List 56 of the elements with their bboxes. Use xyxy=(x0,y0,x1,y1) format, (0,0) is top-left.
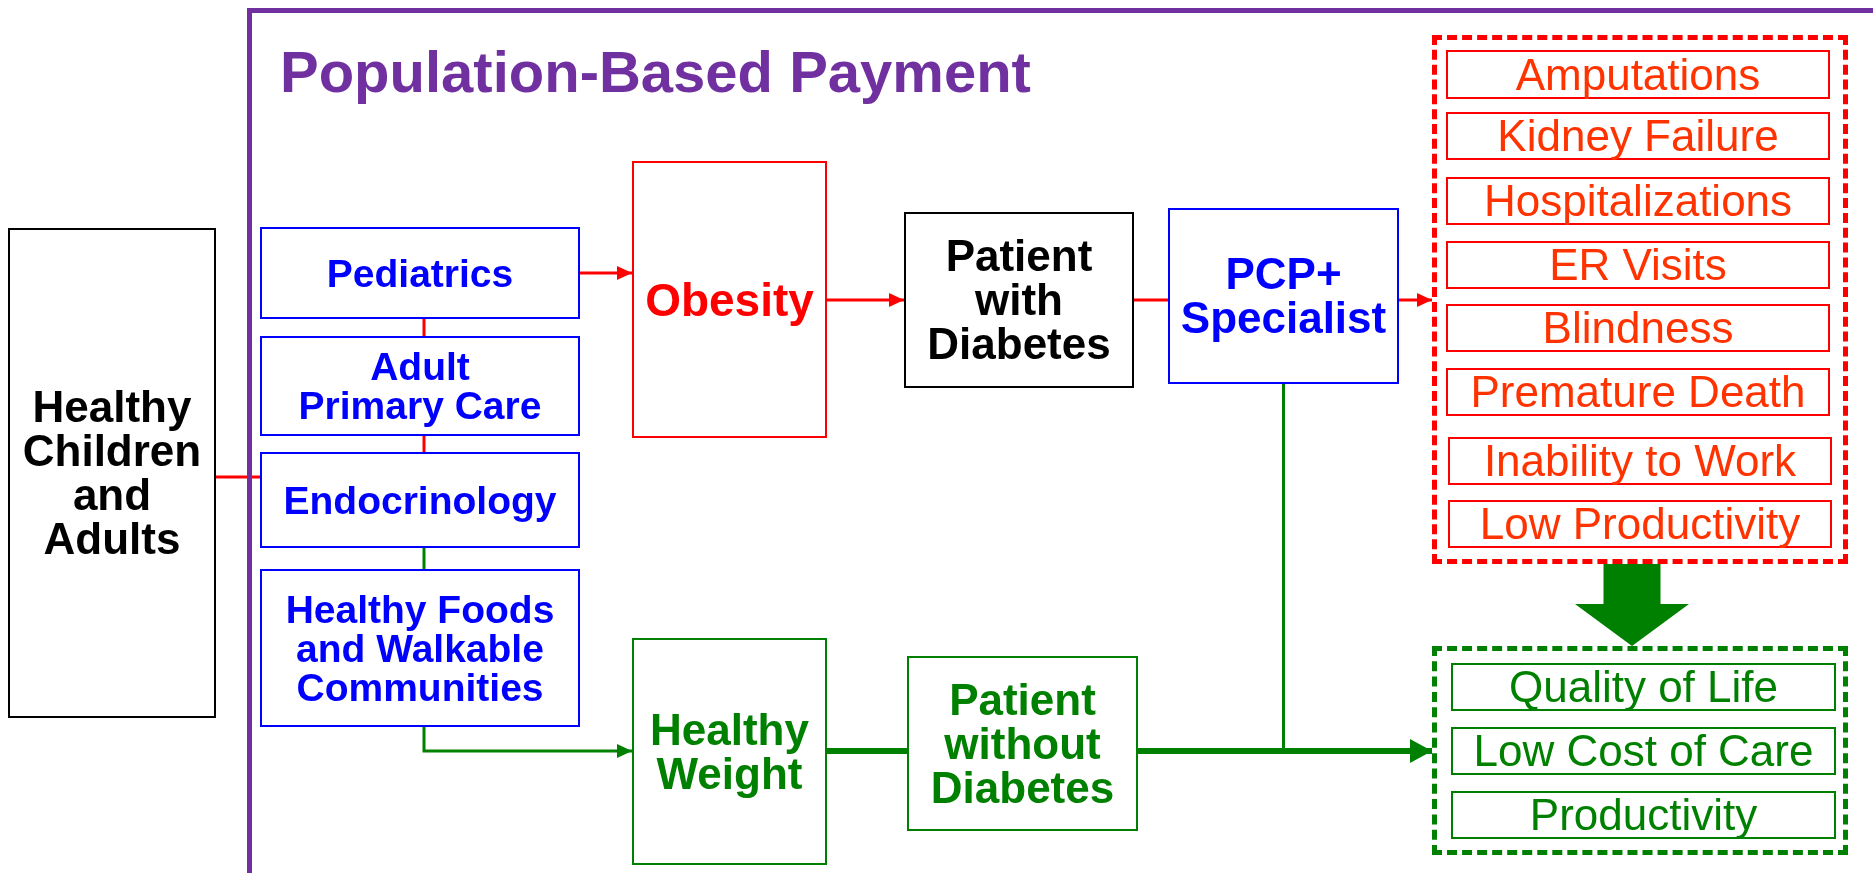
outcome-box xyxy=(1446,177,1830,225)
connector-line xyxy=(422,548,426,569)
box-label: Kidney Failure xyxy=(1497,114,1779,158)
box-label: PCP+ Specialist xyxy=(1179,252,1388,340)
outcomes-group xyxy=(1432,646,1848,855)
process-box xyxy=(907,656,1138,831)
outcome-box xyxy=(1446,241,1830,289)
outcome-box xyxy=(1451,791,1836,839)
connector-line xyxy=(827,748,907,754)
box-label: Low Productivity xyxy=(1479,502,1801,546)
connector-line xyxy=(216,475,260,479)
process-box xyxy=(260,336,580,436)
box-label: Adult Primary Care xyxy=(297,347,543,425)
connector-line xyxy=(1134,298,1168,302)
arrow xyxy=(827,293,904,307)
arrow xyxy=(580,266,632,280)
outcome-box xyxy=(1451,727,1836,775)
block-arrow xyxy=(1575,564,1689,646)
box-label: Amputations xyxy=(1515,52,1761,97)
outcome-box xyxy=(1446,112,1830,160)
box-label: Patient with Diabetes xyxy=(926,234,1112,366)
box-label: Premature Death xyxy=(1470,370,1806,414)
population-box xyxy=(8,228,216,718)
outcome-box xyxy=(1446,368,1830,416)
arrow xyxy=(1399,293,1432,307)
process-box xyxy=(260,569,580,727)
box-label: Productivity xyxy=(1529,793,1758,837)
box-label: Healthy Children and Adults xyxy=(21,385,203,561)
outcome-box xyxy=(1448,500,1832,548)
arrow xyxy=(1138,739,1432,763)
box-label: Quality of Life xyxy=(1509,665,1778,709)
connector-line xyxy=(422,436,426,452)
outcome-box xyxy=(1446,50,1830,99)
process-box xyxy=(260,452,580,548)
outcome-box xyxy=(1451,663,1836,711)
program-frame xyxy=(247,8,1873,873)
box-label: ER Visits xyxy=(1549,243,1727,287)
process-box xyxy=(904,212,1134,388)
connector-line xyxy=(422,319,426,336)
outcome-box xyxy=(1446,304,1830,352)
process-box xyxy=(1168,208,1399,384)
process-box xyxy=(632,161,827,438)
box-label: Blindness xyxy=(1542,306,1734,350)
process-box xyxy=(260,227,580,319)
box-label: Endocrinology xyxy=(283,480,557,520)
arrow xyxy=(422,727,632,758)
outcome-box xyxy=(1448,437,1832,485)
box-label: Healthy Weight xyxy=(649,707,810,796)
box-label: Patient without Diabetes xyxy=(929,677,1116,810)
box-label: Pediatrics xyxy=(326,253,514,293)
box-label: Hospitalizations xyxy=(1483,179,1793,223)
box-label: Inability to Work xyxy=(1483,439,1797,483)
outcomes-group xyxy=(1432,35,1848,564)
process-box xyxy=(632,638,827,865)
box-label: Healthy Foods and Walkable Communities xyxy=(284,589,556,707)
box-label: Low Cost of Care xyxy=(1473,729,1814,773)
